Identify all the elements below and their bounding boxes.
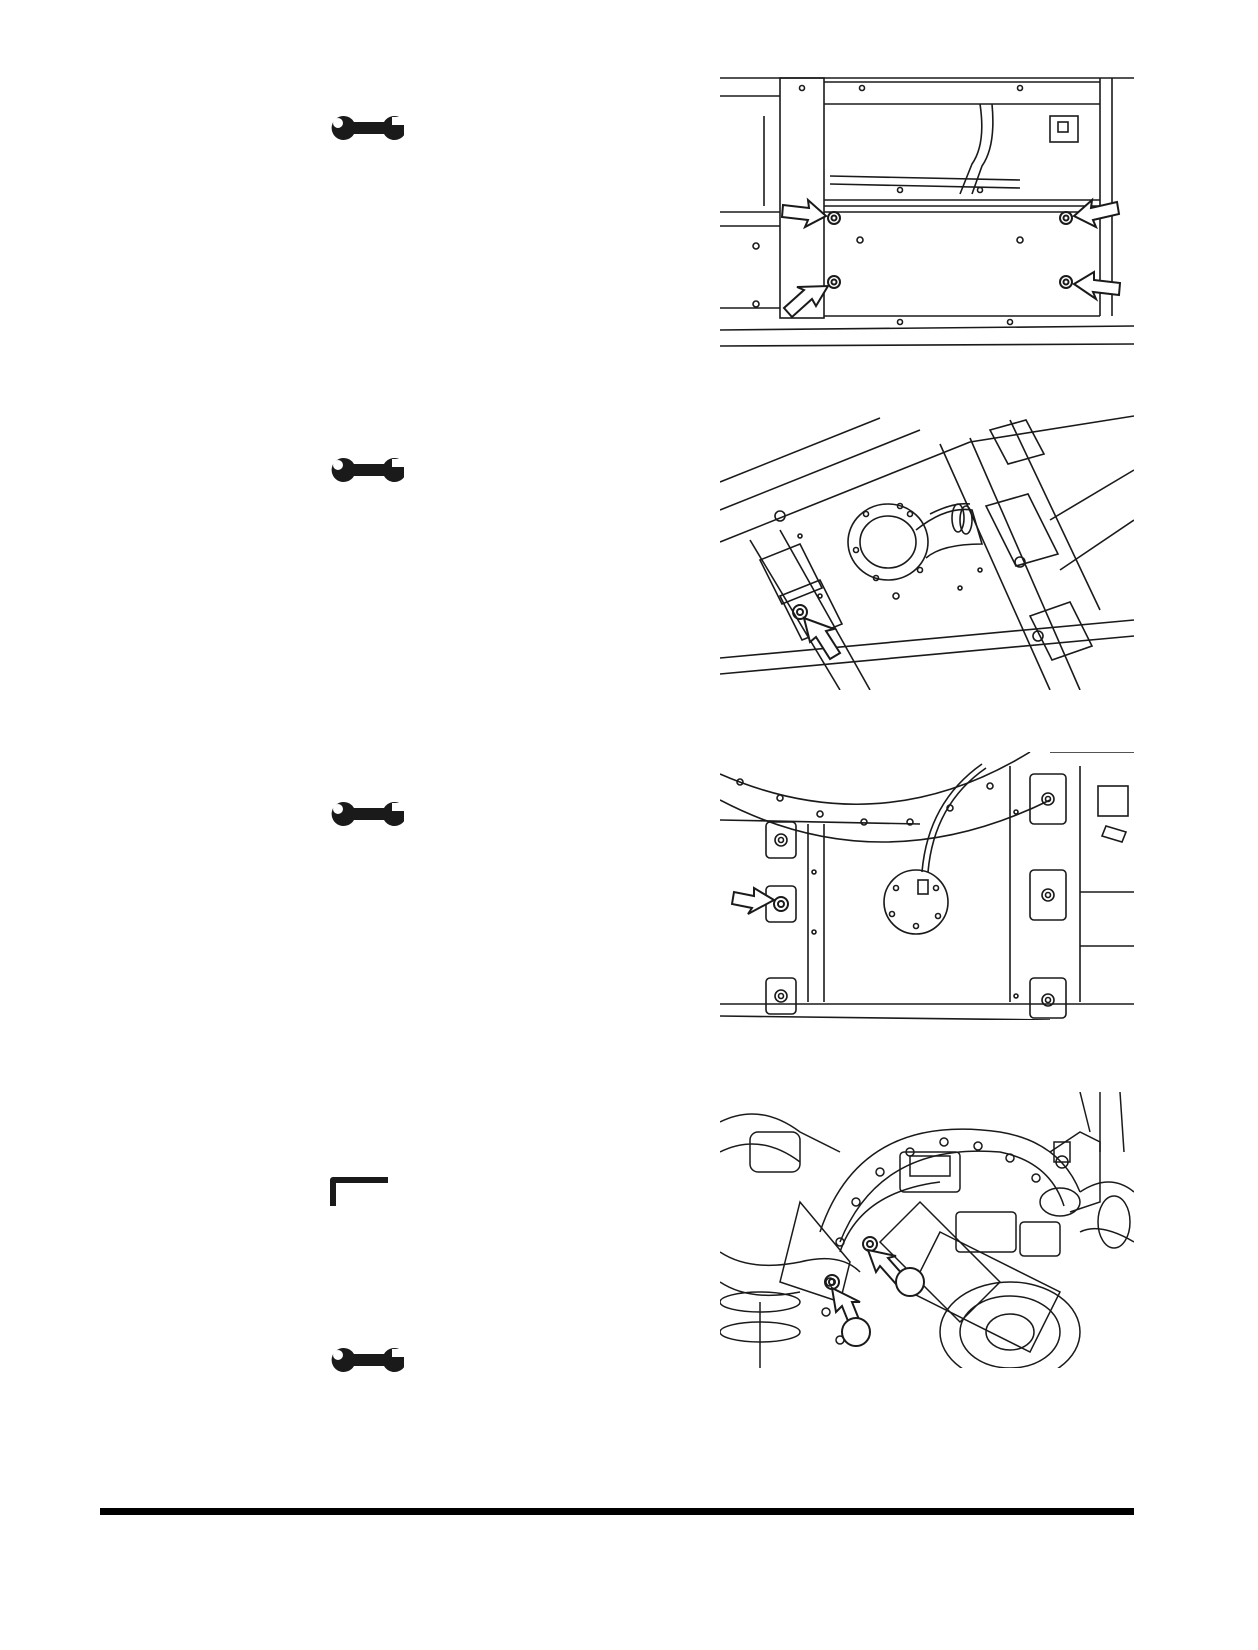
wrench-icon xyxy=(331,115,404,140)
wrench-icon xyxy=(331,1347,404,1372)
figure-tank-flange-single-bolt xyxy=(720,410,1134,690)
figure-frame-panel-four-bolts xyxy=(720,76,1134,352)
figure-frame-sensor-single-bolt xyxy=(720,752,1134,1020)
wrench-icon xyxy=(331,801,404,826)
hex-key-icon xyxy=(330,1177,388,1206)
footer-rule xyxy=(100,1508,1134,1515)
figure-axle-hub-two-callouts xyxy=(720,1092,1134,1368)
wrench-icon xyxy=(331,457,404,482)
